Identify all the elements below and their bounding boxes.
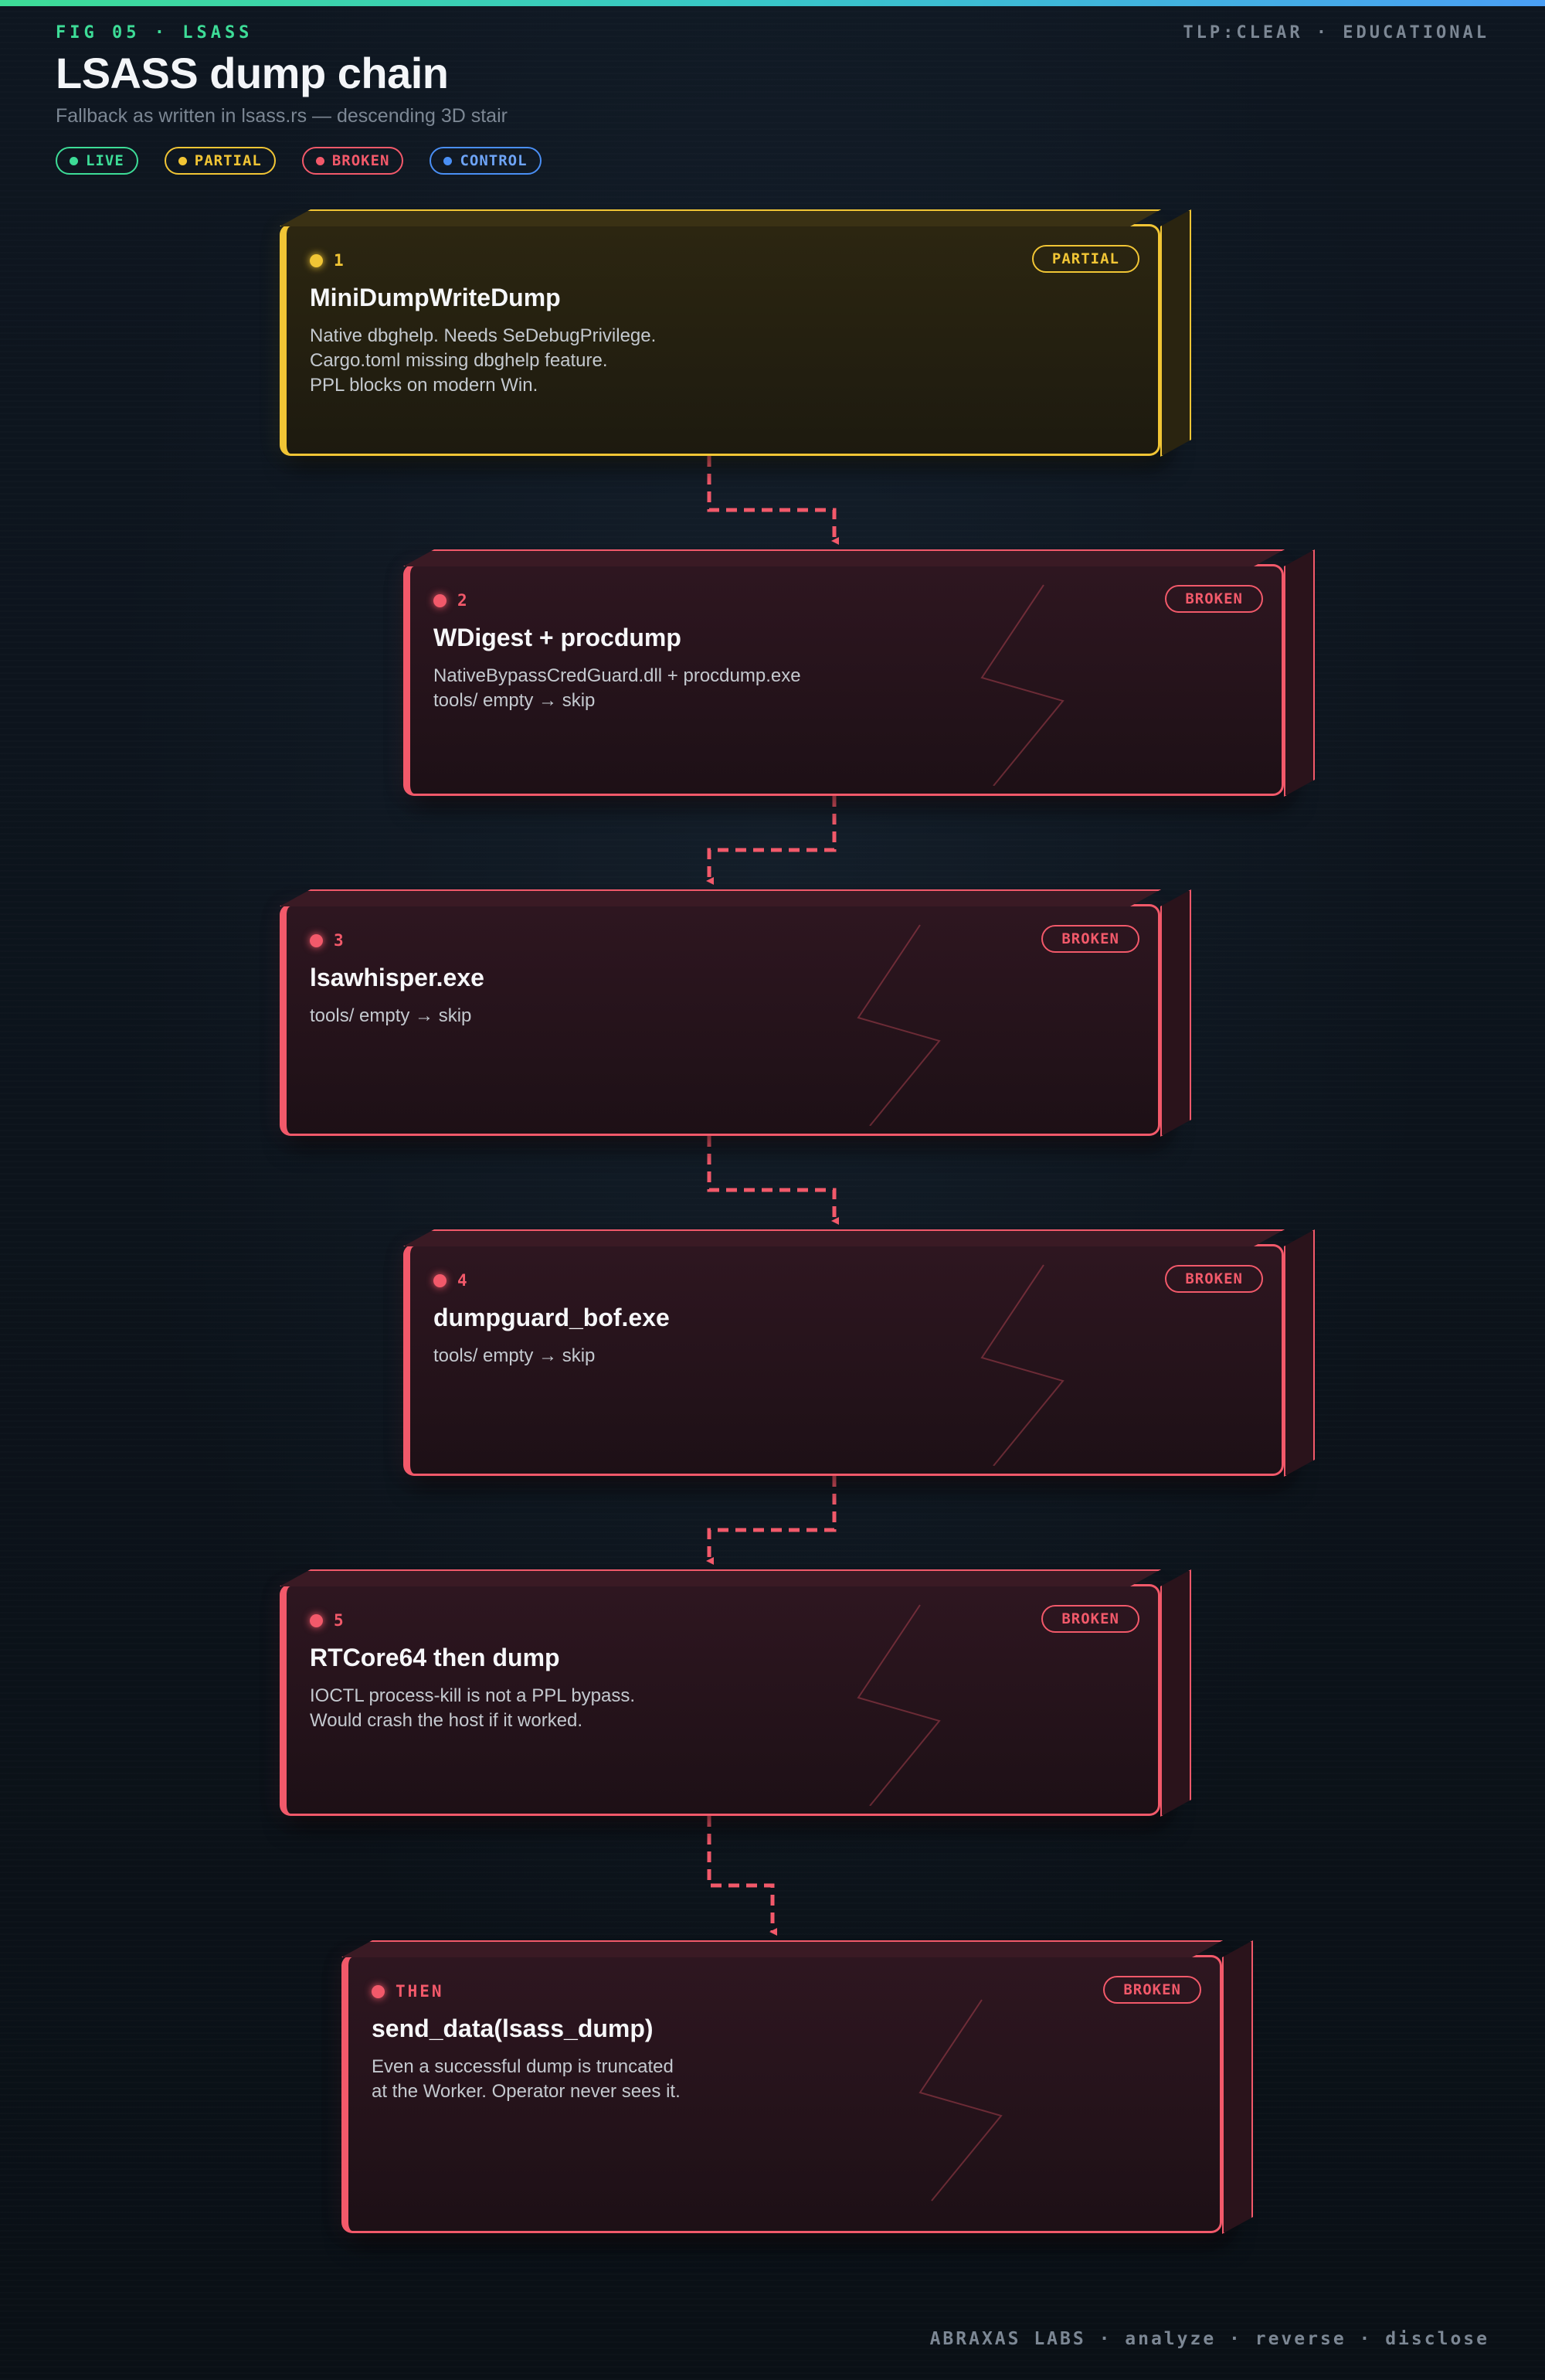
step-description: NativeBypassCredGuard.dll + procdump.exe…: [433, 664, 974, 713]
tlp-label: TLP:CLEAR · EDUCATIONAL: [1183, 23, 1489, 42]
status-badge: BROKEN: [1165, 585, 1263, 613]
description-line: at the Worker. Operator never sees it.: [372, 2081, 681, 2102]
status-dot-icon: [433, 1273, 447, 1287]
legend-label: PARTIAL: [194, 152, 262, 169]
description-line: PPL blocks on modern Win.: [310, 375, 538, 396]
status-badge: BROKEN: [1165, 1265, 1263, 1293]
crack-icon: [857, 924, 941, 1126]
step-title: lsawhisper.exe: [310, 964, 484, 991]
description-line: Native dbghelp. Needs SeDebugPrivilege.: [310, 325, 657, 346]
step-box-3: 3 BROKEN lsawhisper.exe tools/ empty → s…: [280, 904, 1160, 1136]
box-side-face: [1160, 209, 1191, 457]
step-description: tools/ empty → skip: [433, 1344, 974, 1368]
status-dot-icon: [372, 1984, 385, 1998]
box-top-face: [403, 1229, 1285, 1246]
legend-partial: PARTIAL: [164, 147, 276, 175]
crack-icon: [980, 1264, 1065, 1466]
step-number: 1: [310, 251, 346, 270]
step-number-label: THEN: [396, 1982, 444, 2001]
status-badge: PARTIAL: [1031, 245, 1139, 273]
step-number-label: 3: [334, 931, 346, 950]
box-side-face: [1160, 1569, 1191, 1817]
description-line: Cargo.toml missing dbghelp feature.: [310, 350, 608, 371]
live-dot-icon: [70, 156, 78, 165]
step-number-label: 4: [457, 1271, 470, 1290]
box-top-face: [280, 1569, 1161, 1586]
legend-label: CONTROL: [460, 152, 528, 169]
box-side-face: [1222, 1940, 1253, 2234]
step-box-1: 1 PARTIAL MiniDumpWriteDump Native dbghe…: [280, 224, 1160, 456]
box-top-face: [341, 1940, 1223, 1957]
status-badge: BROKEN: [1103, 1976, 1201, 2004]
page-title: LSASS dump chain: [56, 49, 449, 97]
step-description: tools/ empty → skip: [310, 1004, 851, 1028]
box-side-face: [1160, 889, 1191, 1137]
step-number: 2: [433, 591, 470, 610]
legend-broken: BROKEN: [301, 147, 404, 175]
legend-control: CONTROL: [430, 147, 542, 175]
step-description: Native dbghelp. Needs SeDebugPrivilege. …: [310, 324, 851, 398]
description-line: NativeBypassCredGuard.dll + procdump.exe: [433, 665, 801, 686]
page-subtitle: Fallback as written in lsass.rs — descen…: [56, 105, 508, 127]
box-side-face: [1284, 549, 1315, 797]
box-side-face: [1284, 1229, 1315, 1477]
status-dot-icon: [310, 1613, 323, 1627]
crack-icon: [980, 584, 1065, 786]
description-line: Would crash the host if it worked.: [310, 1710, 583, 1731]
step-description: IOCTL process-kill is not a PPL bypass. …: [310, 1684, 851, 1733]
box-top-face: [403, 549, 1285, 566]
crack-icon: [857, 1604, 941, 1806]
description-line: tools/ empty → skip: [310, 1005, 472, 1026]
step-title: dumpguard_bof.exe: [433, 1304, 670, 1331]
step-title: send_data(lsass_dump): [372, 2014, 654, 2042]
accent-bar: [0, 0, 1545, 6]
legend-live: LIVE: [56, 147, 138, 175]
status-dot-icon: [433, 593, 447, 607]
box-top-face: [280, 209, 1161, 226]
step-number: 5: [310, 1611, 346, 1630]
status-legend: LIVE PARTIAL BROKEN CONTROL: [56, 147, 542, 175]
step-number-label: 2: [457, 591, 470, 610]
step-box-4: 4 BROKEN dumpguard_bof.exe tools/ empty …: [403, 1244, 1284, 1476]
step-box-2: 2 BROKEN WDigest + procdump NativeBypass…: [403, 564, 1284, 796]
step-box-then: THEN BROKEN send_data(lsass_dump) Even a…: [341, 1955, 1222, 2233]
step-title: RTCore64 then dump: [310, 1644, 560, 1671]
description-line: IOCTL process-kill is not a PPL bypass.: [310, 1685, 636, 1706]
partial-dot-icon: [178, 156, 187, 165]
step-number: 4: [433, 1271, 470, 1290]
legend-label: BROKEN: [331, 152, 390, 169]
step-number: 3: [310, 931, 346, 950]
description-line: Even a successful dump is truncated: [372, 2056, 674, 2077]
step-title: WDigest + procdump: [433, 624, 681, 651]
step-box-5: 5 BROKEN RTCore64 then dump IOCTL proces…: [280, 1584, 1160, 1816]
control-dot-icon: [443, 156, 453, 165]
step-description: Even a successful dump is truncated at t…: [372, 2055, 912, 2104]
status-badge: BROKEN: [1041, 1605, 1139, 1633]
step-number-label: 1: [334, 251, 346, 270]
box-top-face: [280, 889, 1161, 906]
figure-label: FIG 05 · LSASS: [56, 23, 253, 42]
status-badge: BROKEN: [1041, 925, 1139, 953]
footer-credit: ABRAXAS LABS · analyze · reverse · discl…: [929, 2329, 1489, 2349]
description-line: tools/ empty → skip: [433, 1345, 596, 1366]
legend-label: LIVE: [86, 152, 124, 169]
crack-icon: [919, 1999, 1003, 2202]
broken-dot-icon: [315, 156, 324, 165]
step-number: THEN: [372, 1982, 444, 2001]
step-title: MiniDumpWriteDump: [310, 284, 561, 311]
description-line: tools/ empty → skip: [433, 690, 596, 711]
status-dot-icon: [310, 933, 323, 947]
step-number-label: 5: [334, 1611, 346, 1630]
status-dot-icon: [310, 253, 323, 267]
